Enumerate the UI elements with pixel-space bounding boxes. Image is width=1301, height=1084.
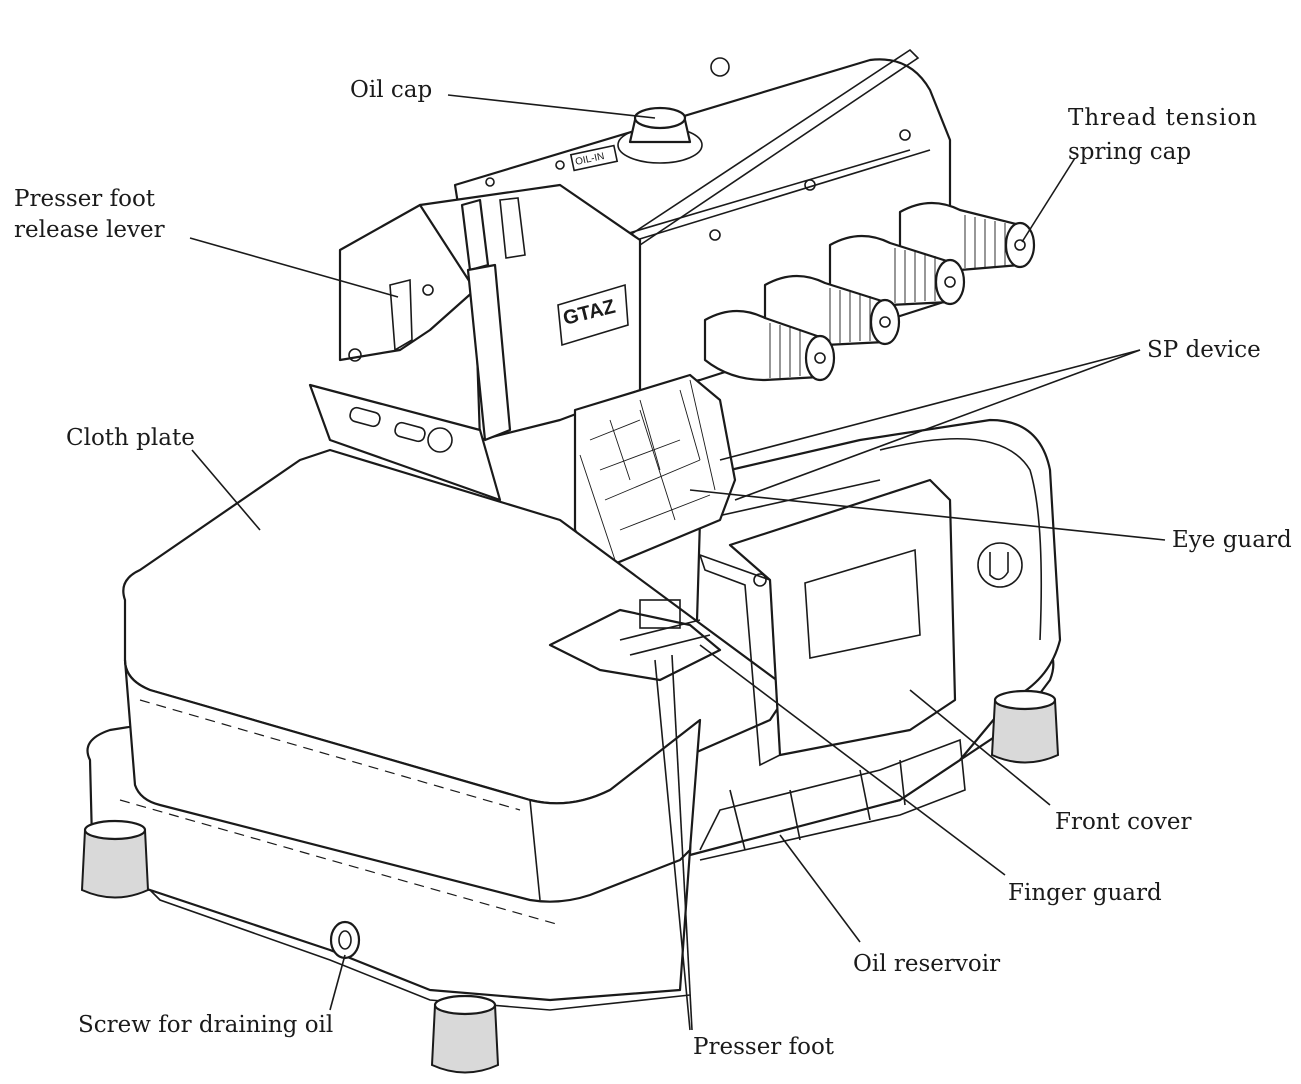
- label-presser-foot-release-line2: release lever: [14, 217, 165, 243]
- foot-right: [990, 689, 1060, 764]
- leader-sp-device-2: [734, 349, 1141, 501]
- label-eye-guard: Eye guard: [1172, 527, 1292, 553]
- label-finger-guard: Finger guard: [1008, 880, 1162, 906]
- label-oil-cap: Oil cap: [350, 77, 433, 103]
- oil-cap-part: [569, 106, 703, 172]
- presser-foot-part: [548, 599, 722, 682]
- label-thread-tension-line1: Thread tension: [1068, 105, 1258, 131]
- label-sp-device: SP device: [1147, 337, 1261, 363]
- label-oil-reservoir: Oil reservoir: [853, 951, 1001, 977]
- leader-presser-foot-1: [654, 659, 691, 1031]
- foot-front: [430, 994, 500, 1074]
- rubber-feet: [80, 689, 1060, 1074]
- leader-screw-draining: [329, 954, 346, 1011]
- brand-logo-mark: [977, 542, 1023, 588]
- foot-left: [80, 819, 150, 899]
- drain-screw-part: [329, 920, 361, 960]
- leader-front-cover: [909, 689, 1051, 806]
- leader-thread-tension: [1021, 157, 1076, 243]
- thread-tension-knobs: [703, 201, 1036, 382]
- leader-cloth-plate: [191, 449, 261, 531]
- tension-knob-2: [828, 234, 966, 307]
- leader-sp-device-1: [719, 349, 1141, 461]
- leader-oil-cap: [447, 94, 656, 119]
- label-presser-foot: Presser foot: [693, 1034, 835, 1060]
- head-front-panel: GTAZ: [338, 183, 642, 442]
- label-cloth-plate: Cloth plate: [66, 425, 195, 451]
- label-front-cover: Front cover: [1055, 809, 1192, 835]
- label-thread-tension-line2: spring cap: [1068, 139, 1192, 165]
- leader-presser-foot-2: [671, 654, 693, 1031]
- tension-knob-1: [898, 201, 1036, 272]
- leader-eye-guard: [689, 489, 1166, 541]
- label-presser-foot-release-line1: Presser foot: [14, 186, 156, 212]
- tension-knob-4: [703, 309, 836, 382]
- label-screw-draining: Screw for draining oil: [78, 1012, 334, 1038]
- leader-finger-guard: [699, 644, 1006, 876]
- leader-oil-reservoir: [779, 834, 861, 943]
- leader-presser-foot-release: [189, 237, 399, 298]
- leader-lines: [189, 94, 1166, 1031]
- cloth-plate-part: [122, 448, 792, 903]
- front-cover-part: [698, 478, 957, 767]
